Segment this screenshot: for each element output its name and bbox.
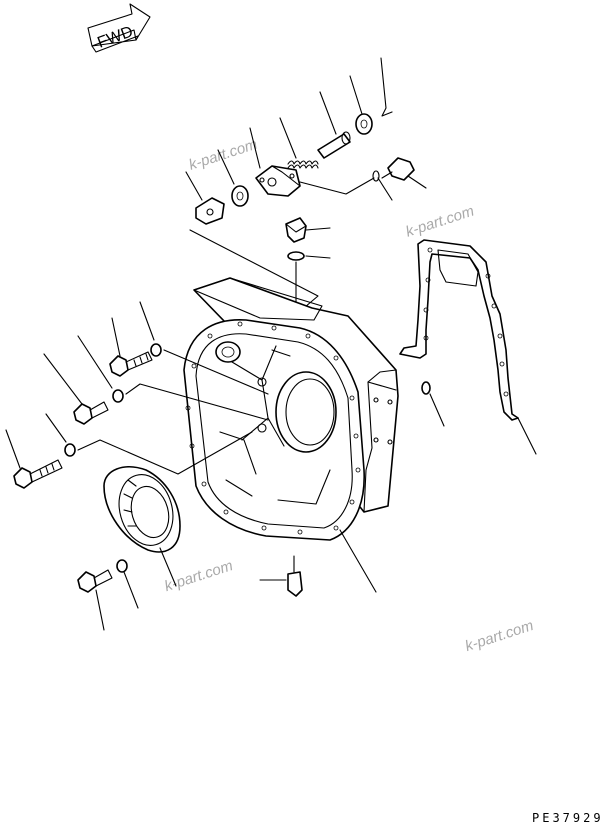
watermark: k-part.com <box>463 617 536 655</box>
seal-cover <box>77 466 181 631</box>
fwd-label: FWD <box>95 23 135 51</box>
fwd-arrow: FWD <box>87 3 151 53</box>
watermark: k-part.com <box>162 557 235 595</box>
plug-and-oring <box>285 217 331 317</box>
grease-fitting <box>259 555 303 597</box>
drawing-code: PE37929 <box>532 811 604 825</box>
watermark: k-part.com <box>187 136 260 174</box>
watermark: k-part.com <box>404 203 477 241</box>
flywheel-housing <box>183 277 445 593</box>
gasket <box>399 239 537 455</box>
top-parts-group <box>185 57 427 319</box>
bolts-and-washers <box>5 301 269 489</box>
